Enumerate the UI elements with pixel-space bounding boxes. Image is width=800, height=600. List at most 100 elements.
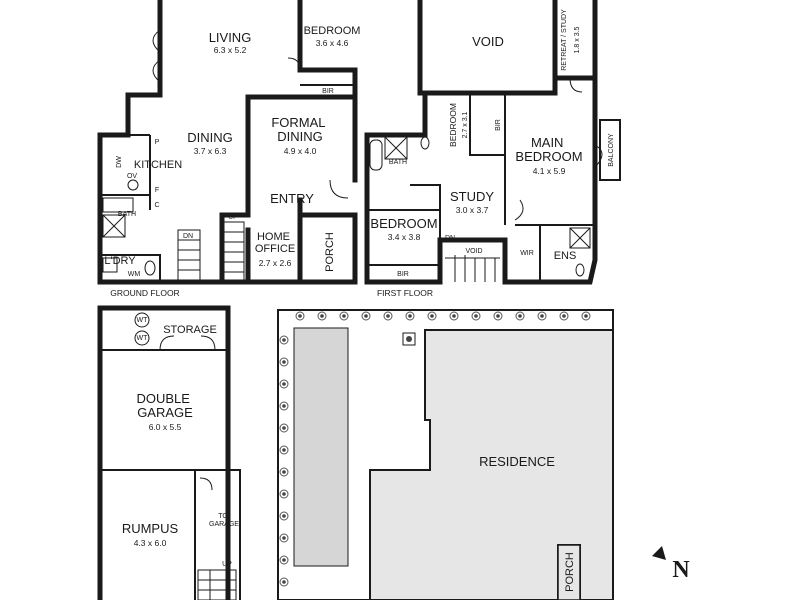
- room-name-ensuite: ENS: [554, 250, 577, 262]
- tree-icon-center: [342, 314, 346, 318]
- study-wall: [410, 184, 441, 240]
- tag-dishwasher: DW: [116, 156, 123, 168]
- room-name-double-garage: DOUBLE GARAGE: [136, 391, 193, 420]
- room-name-void: VOID: [472, 34, 504, 49]
- stair-void-wall: [437, 237, 508, 285]
- tag-void-first: VOID: [465, 248, 482, 255]
- first-shower: [384, 136, 408, 160]
- room-name-retreat-study: RETREAT / STUDY: [561, 9, 568, 71]
- site-porch-label: PORCH: [564, 552, 576, 592]
- tree-icon-center: [298, 314, 302, 318]
- tag-pantry: P: [155, 139, 160, 146]
- tree-icon-center: [430, 314, 434, 318]
- tag-oven: OV: [127, 173, 137, 180]
- garage-east-wall: [97, 305, 231, 600]
- tag-up-ground: UP: [228, 214, 238, 221]
- washer-icon: [102, 257, 118, 273]
- room-name-main-bedroom: MAIN BEDROOM: [515, 135, 582, 164]
- room-name-storage: STORAGE: [163, 324, 217, 336]
- porch-wall: [297, 212, 358, 285]
- tree-icon-center: [474, 314, 478, 318]
- room-name-entry: ENTRY: [270, 191, 314, 206]
- toilet-icon: [144, 260, 156, 276]
- room-name-bath-first: BATH: [389, 159, 407, 166]
- site-residence-label: RESIDENCE: [479, 454, 555, 469]
- tree-icon-center: [320, 314, 324, 318]
- ground-floor-caption: GROUND FLOOR: [110, 288, 179, 298]
- tree-icon-center: [562, 314, 566, 318]
- room-name-laundry: L'DRY: [104, 255, 136, 267]
- tree-icon-center: [282, 536, 286, 540]
- room-name-porch-ground: PORCH: [324, 232, 336, 272]
- ground-stairs: [177, 221, 245, 283]
- room-name-dining: DINING: [187, 130, 233, 145]
- formal-dining-line-2: DINING: [277, 129, 323, 144]
- room-name-formal-dining: FORMAL DINING: [271, 115, 328, 144]
- porch-footprint: [557, 544, 581, 600]
- living-door-swing: [152, 29, 161, 53]
- tag-washing-machine: WM: [128, 271, 141, 278]
- ens-shower: [569, 227, 591, 249]
- room-size-living: 6.3 x 5.2: [214, 45, 247, 55]
- tag-bir-bedroom-3: BIR: [397, 271, 409, 278]
- ground-shower: [102, 214, 126, 238]
- tree-icon-center: [540, 314, 544, 318]
- main-bedroom-east-wall: [502, 75, 598, 285]
- tree-icon-center: [452, 314, 456, 318]
- tree-icon-center: [364, 314, 368, 318]
- pool: [293, 327, 349, 567]
- tree-icon-center: [282, 514, 286, 518]
- room-name-bath-ground: BATH: [118, 211, 136, 218]
- void-wall: [417, 0, 558, 96]
- room-size-formal-dining: 4.9 x 4.0: [284, 146, 317, 156]
- room-size-bedroom-ground: 3.6 x 4.6: [316, 38, 349, 48]
- formal-dining-line-1: FORMAL: [271, 115, 325, 130]
- tree-icon-center: [282, 470, 286, 474]
- hall-wall: [195, 469, 241, 600]
- tree-icon-center: [282, 382, 286, 386]
- tree-icon-center: [584, 314, 588, 318]
- water-tank-icon-2: [134, 330, 150, 346]
- site-plan: [277, 309, 614, 600]
- room-name-bedroom-ground: BEDROOM: [304, 25, 361, 37]
- room-size-bedroom-2: 2.7 x 3.1: [462, 111, 469, 138]
- compass-letter: N: [672, 557, 690, 583]
- room-name-study: STUDY: [450, 189, 494, 204]
- site-fixture-icon: [402, 332, 416, 346]
- room-name-bedroom-2: BEDROOM: [448, 103, 458, 147]
- water-tank-icon-1: [134, 312, 150, 328]
- room-name-living: LIVING: [209, 30, 252, 45]
- room-size-double-garage: 6.0 x 5.5: [149, 422, 182, 432]
- room-size-study: 3.0 x 3.7: [456, 205, 489, 215]
- ground-floor-plan: [97, 0, 358, 285]
- tag-bir-ground: BIR: [322, 88, 334, 95]
- room-size-home-office: 2.7 x 2.6: [259, 258, 292, 268]
- first-floor-north-wall: [364, 90, 428, 138]
- tag-down-first: DN: [445, 235, 455, 242]
- tag-down-ground: DN: [183, 233, 193, 240]
- tree-icon-center: [408, 314, 412, 318]
- room-size-retreat-study: 1.8 x 3.5: [574, 26, 581, 53]
- tree-icon-center: [282, 404, 286, 408]
- balcony-outline: [599, 119, 621, 181]
- north-arrow-icon: N: [652, 546, 690, 583]
- room-size-bedroom-3: 3.4 x 3.8: [388, 232, 421, 242]
- tag-up-garage: UP: [222, 561, 232, 568]
- room-name-kitchen: KITCHEN: [134, 159, 182, 171]
- tree-icon-center: [386, 314, 390, 318]
- tree-icon-center: [282, 580, 286, 584]
- bedroom-wall: [297, 0, 358, 96]
- tree-icon-center: [282, 558, 286, 562]
- tag-water-tank-2: WT: [137, 335, 149, 342]
- tag-wir: WIR: [520, 250, 534, 257]
- tree-icon-center: [282, 360, 286, 364]
- tag-bir-bedroom-2: BIR: [495, 119, 502, 131]
- garage-stairs: [197, 569, 237, 600]
- room-size-main-bedroom: 4.1 x 5.9: [533, 166, 566, 176]
- first-floor-plan: [364, 0, 621, 285]
- formal-dining-wall: [245, 94, 358, 183]
- room-name-balcony: BALCONY: [608, 133, 615, 167]
- tree-icon-center: [282, 426, 286, 430]
- room-name-to-garage: TO GARAGE: [209, 513, 239, 528]
